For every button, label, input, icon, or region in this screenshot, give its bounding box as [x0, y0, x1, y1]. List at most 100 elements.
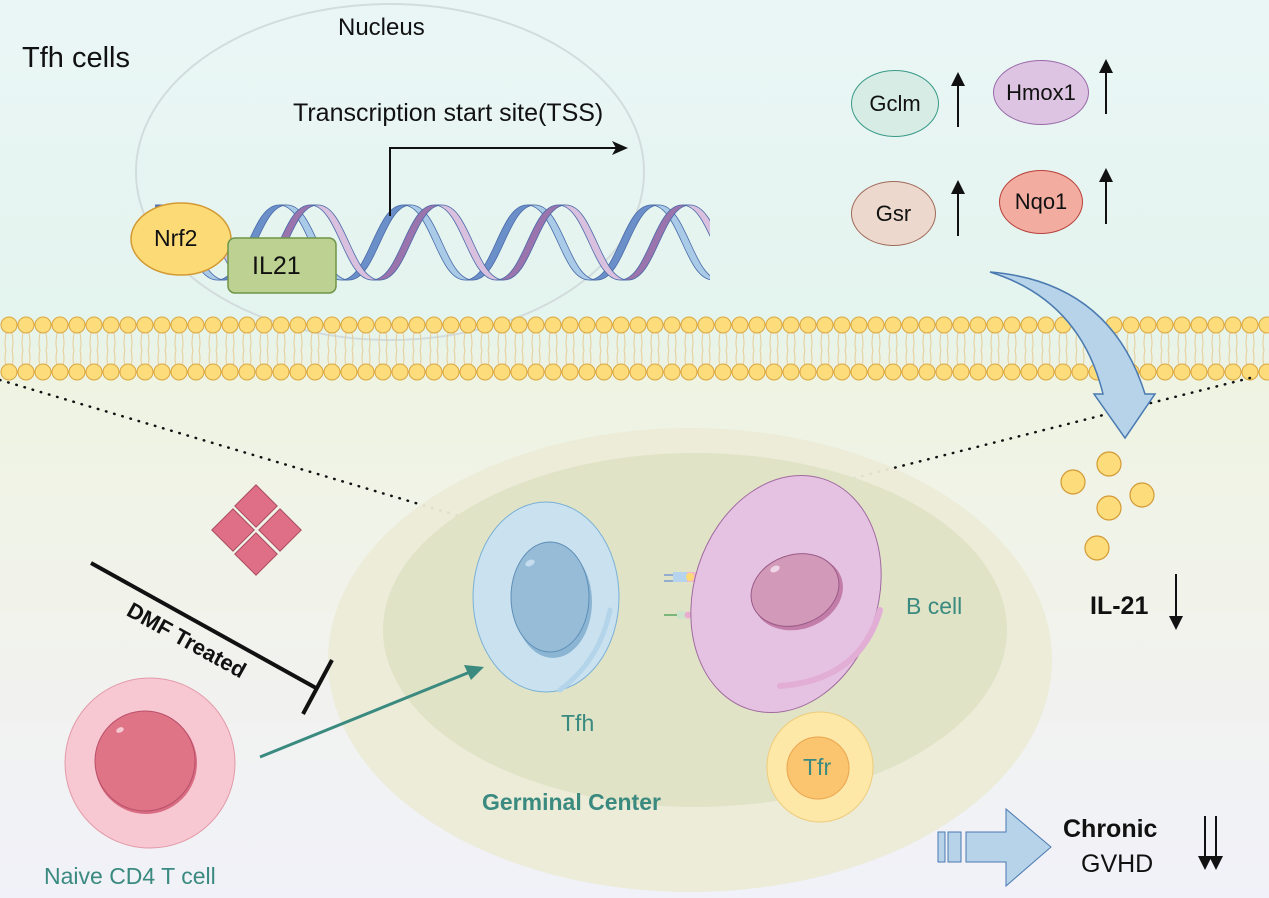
phospholipid	[392, 317, 408, 380]
phospholipid	[528, 317, 544, 380]
phospholipid	[239, 317, 255, 380]
dna-strand-segment	[620, 205, 690, 280]
gene-label: Nqo1	[1015, 189, 1068, 215]
phospholipid	[511, 317, 527, 380]
phospholipid	[256, 317, 272, 380]
il21-particle	[1097, 496, 1121, 520]
dna-strand-segment	[651, 205, 721, 280]
il21-particle	[1097, 452, 1121, 476]
phospholipid	[1038, 317, 1054, 380]
phospholipid	[205, 317, 221, 380]
dna-strand-segment	[589, 205, 659, 280]
tss-label: Transcription start site(TSS)	[293, 101, 603, 126]
b-cell-label: B cell	[906, 595, 962, 618]
phospholipid	[885, 317, 901, 380]
gene-label: Hmox1	[1006, 80, 1076, 106]
dna-strand-segment	[372, 205, 442, 280]
phospholipid	[290, 317, 306, 380]
phospholipid	[222, 317, 238, 380]
gene-nqo1: Nqo1	[999, 170, 1083, 234]
phospholipid	[1004, 317, 1020, 380]
phospholipid	[817, 317, 833, 380]
phospholipid	[426, 317, 442, 380]
phospholipid	[86, 317, 102, 380]
phospholipid	[341, 317, 357, 380]
phospholipid	[1191, 317, 1207, 380]
naive-cd4-t-cell[interactable]	[65, 678, 235, 848]
phospholipid	[800, 317, 816, 380]
phospholipid	[120, 317, 136, 380]
phospholipid	[358, 317, 374, 380]
naive-cd4-label: Naive CD4 T cell	[44, 865, 216, 888]
dna-strand-segment	[527, 205, 597, 280]
gene-hmox1: Hmox1	[993, 60, 1089, 125]
phospholipid	[766, 317, 782, 380]
tfh-label: Tfh	[561, 712, 594, 735]
il21-particle	[1130, 483, 1154, 507]
phospholipid	[375, 317, 391, 380]
il21-cytokine-label: IL-21	[1090, 594, 1148, 619]
gene-gclm: Gclm	[851, 70, 939, 137]
phospholipid	[460, 317, 476, 380]
dna-strand-segment	[341, 205, 411, 280]
phospholipid	[1, 317, 17, 380]
gene-label: Gclm	[869, 91, 920, 117]
outcome-line1: Chronic	[1063, 817, 1157, 842]
up-arrow-icon	[1105, 170, 1107, 224]
up-arrow-icon	[957, 74, 959, 127]
tfh-cell[interactable]	[473, 502, 619, 692]
phospholipid	[35, 317, 51, 380]
il21-particle	[1061, 470, 1085, 494]
phospholipid	[1242, 317, 1258, 380]
double-down-arrow-icon	[1204, 816, 1206, 868]
phospholipid	[1157, 317, 1173, 380]
phospholipid	[834, 317, 850, 380]
phospholipid	[987, 317, 1003, 380]
tfr-label: Tfr	[803, 756, 831, 779]
phospholipid	[545, 317, 561, 380]
phospholipid	[953, 317, 969, 380]
phospholipid	[732, 317, 748, 380]
panel-title: Tfh cells	[22, 44, 130, 73]
phospholipid	[1055, 317, 1071, 380]
phospholipid	[613, 317, 629, 380]
dna-strand-segment	[465, 205, 535, 280]
dmf-compound-icon	[212, 485, 301, 575]
phospholipid	[936, 317, 952, 380]
phospholipid	[749, 317, 765, 380]
il21-particle	[1085, 536, 1109, 560]
phospholipid	[69, 317, 85, 380]
phospholipid	[1259, 317, 1269, 380]
phospholipid	[52, 317, 68, 380]
phospholipid	[171, 317, 187, 380]
phospholipid	[919, 317, 935, 380]
gene-label: Gsr	[876, 201, 911, 227]
phospholipid	[851, 317, 867, 380]
phospholipid	[1208, 317, 1224, 380]
phospholipid	[103, 317, 119, 380]
double-down-arrow-icon	[1215, 816, 1217, 868]
il21-cytokine-particles	[1061, 452, 1154, 560]
phospholipid	[1225, 317, 1241, 380]
phospholipid	[630, 317, 646, 380]
phospholipid	[18, 317, 34, 380]
dna-strand-segment	[558, 205, 628, 280]
phospholipid	[307, 317, 323, 380]
nrf2-label: Nrf2	[154, 227, 197, 250]
phospholipid	[477, 317, 493, 380]
nucleus-label: Nucleus	[338, 16, 425, 40]
gene-gsr: Gsr	[851, 181, 936, 246]
secretion-arrow	[990, 272, 1155, 438]
phospholipid	[868, 317, 884, 380]
phospholipid	[698, 317, 714, 380]
phospholipid	[664, 317, 680, 380]
phospholipid	[579, 317, 595, 380]
phospholipid	[494, 317, 510, 380]
outcome-line2: GVHD	[1081, 852, 1153, 877]
outcome-arrow	[938, 809, 1051, 886]
phospholipid	[715, 317, 731, 380]
phospholipid	[681, 317, 697, 380]
tss-arrow	[390, 141, 628, 216]
